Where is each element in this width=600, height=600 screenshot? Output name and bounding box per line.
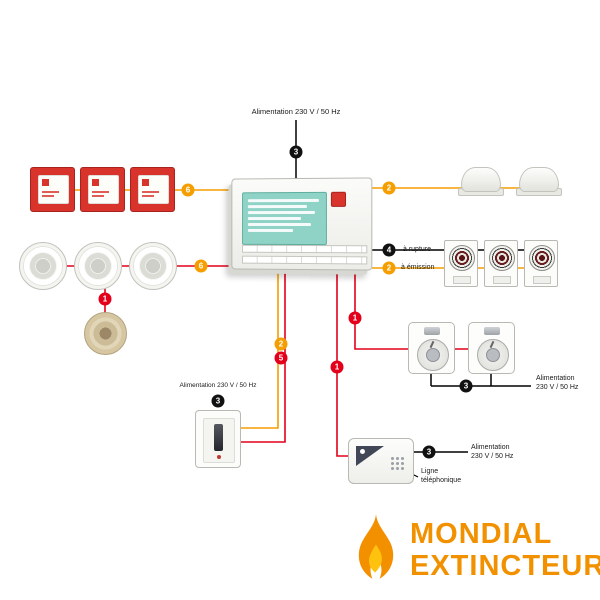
brand-name-line2: EXTINCTEUR: [410, 550, 600, 582]
dome-sounder-1: [458, 167, 504, 196]
cable-badge-wall-device-power: 3: [211, 394, 225, 408]
smoke-detector-1: [19, 242, 67, 290]
manual-call-point-3: [130, 167, 175, 212]
call-point-window: [138, 175, 169, 204]
smoke-detector-3: [129, 242, 177, 290]
telephone-transmitter: [348, 438, 414, 484]
power-label-strobes-2: 230 V / 50 Hz: [536, 384, 579, 391]
power-label-transmitter-2: 230 V / 50 Hz: [471, 453, 514, 460]
cable-badge-call-points: 6: [181, 183, 195, 197]
call-point-window: [38, 175, 69, 204]
emission-label: à émission: [401, 264, 435, 271]
dome-sounder-2: [516, 167, 562, 196]
manual-call-point-1: [30, 167, 75, 212]
cable-badge-mid-bus: 1: [330, 360, 344, 374]
cable-badge-transmitter-power: 3: [422, 445, 436, 459]
speaker-cone: [449, 245, 475, 271]
panel-led-strip-1: [242, 244, 368, 254]
power-label-transmitter-1: Alimentation: [471, 444, 510, 451]
cable-badge-emission: 2: [382, 261, 396, 275]
brand-logo-text: MONDIAL EXTINCTEUR: [410, 518, 600, 582]
fire-alarm-control-panel: [231, 177, 373, 271]
cable-badge-strobes-power: 3: [459, 379, 473, 393]
brand-name-line1: MONDIAL: [410, 518, 553, 550]
cable-badge-sounders: 2: [382, 181, 396, 195]
wall-sounder-1: [444, 240, 478, 287]
dial-sounder-2: [468, 322, 515, 374]
phone-line-label-2: téléphonique: [421, 477, 462, 484]
cable-badge-left-red: 5: [274, 351, 288, 365]
call-point-window: [88, 175, 119, 204]
cable-badge-detectors: 6: [194, 259, 208, 273]
wire-strobes-power: [430, 374, 531, 387]
power-label-strobes-1: Alimentation: [536, 375, 575, 382]
dial-sounder-1: [408, 322, 455, 374]
power-label-top: Alimentation 230 V / 50 Hz: [251, 107, 341, 116]
cable-badge-right-bus: 1: [348, 311, 362, 325]
manual-call-point-2: [80, 167, 125, 212]
phone-line-label-1: Ligne: [421, 468, 439, 475]
power-label-wall-device: Alimentation 230 V / 50 Hz: [179, 382, 257, 389]
cable-badge-rupture: 4: [382, 243, 396, 257]
wire-left-orange: [241, 270, 279, 429]
cable-badge-heat-drop: 1: [98, 292, 112, 306]
speaker-cone: [489, 245, 515, 271]
rupture-label: à rupture: [403, 246, 432, 253]
panel-led-strip-2: [242, 255, 368, 265]
keypad: [391, 457, 404, 470]
speaker-cone: [529, 245, 555, 271]
wire-mid-bus: [336, 270, 348, 457]
smoke-detector-2: [74, 242, 122, 290]
heat-detector: [84, 312, 127, 355]
cable-badge-power-top: 3: [289, 145, 303, 159]
panel-alarm-button: [330, 191, 347, 207]
flame-logo-icon: [358, 514, 394, 579]
wall-power-device: [195, 410, 241, 468]
panel-display: [242, 191, 327, 246]
wall-sounder-3: [524, 240, 558, 287]
wire-left-red: [241, 270, 286, 443]
wall-sounder-2: [484, 240, 518, 287]
cable-badge-left-orange: 2: [274, 337, 288, 351]
